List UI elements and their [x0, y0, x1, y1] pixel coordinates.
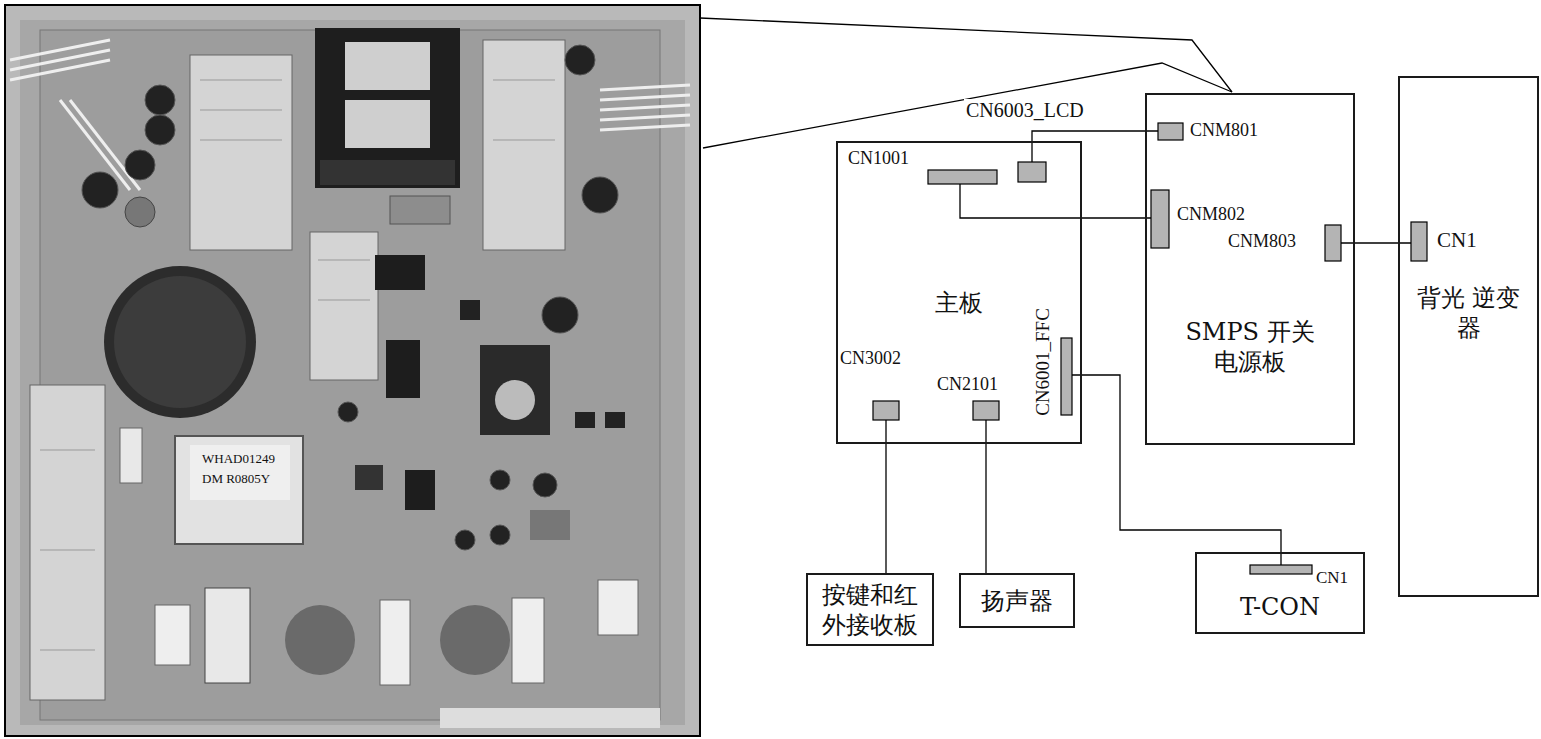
connector-name: CNM801	[1188, 121, 1260, 141]
connector-name: CN6001_FFC	[1033, 306, 1054, 418]
block-label: 按键和红外接收板	[815, 580, 925, 640]
block-box: SMPS 开关电源板	[1145, 93, 1355, 445]
connector-name: CN2101	[935, 375, 1000, 395]
cable-line	[1072, 375, 1281, 565]
part-marking: DM R0805Y	[200, 472, 272, 486]
connector-name: CN1	[1314, 569, 1350, 588]
connector-name: CN6003_LCD	[964, 99, 1086, 121]
connector-name: CN3002	[838, 349, 903, 369]
block-label: T-CON	[1240, 592, 1320, 622]
cable-line	[960, 184, 1151, 218]
block-label: 背光 逆变器	[1409, 283, 1529, 343]
part-marking: WHAD01249	[200, 452, 277, 466]
block-box: T-CON	[1195, 552, 1365, 634]
block-label: SMPS 开关电源板	[1175, 317, 1325, 377]
block-box: 扬声器	[959, 573, 1075, 628]
cable-line	[1032, 131, 1158, 162]
block-label: 主板	[935, 288, 983, 318]
connector-name: CN1001	[846, 149, 911, 169]
connector-name: CNM803	[1226, 232, 1298, 252]
block-box: 背光 逆变器	[1398, 76, 1539, 597]
connector-name: CNM802	[1175, 205, 1247, 225]
cable-line	[1341, 242, 1411, 243]
block-label: 扬声器	[981, 586, 1053, 616]
connector-sockets	[873, 123, 1427, 574]
connector-name: CN1	[1435, 229, 1479, 252]
block-box: 按键和红外接收板	[806, 573, 934, 646]
